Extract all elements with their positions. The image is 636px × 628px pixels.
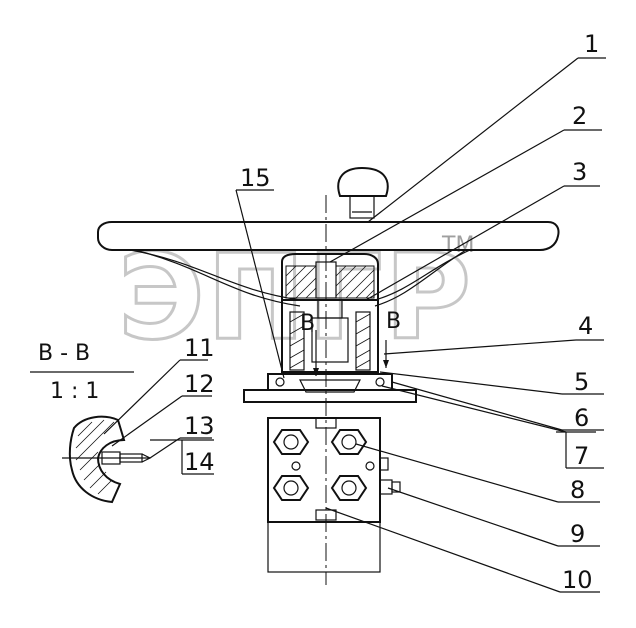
callout-1: 1: [584, 30, 599, 58]
svg-text:B - B: B - B: [38, 341, 90, 366]
svg-text:ЭПГР: ЭПГР: [118, 228, 473, 366]
section-detail: B - B 1 : 1: [30, 341, 152, 504]
knob: [337, 166, 389, 219]
svg-text:1 : 1: 1 : 1: [50, 379, 99, 404]
hub: [281, 253, 379, 301]
callout-11: 11: [184, 334, 215, 362]
callout-4: 4: [578, 312, 593, 340]
leader-lines: [103, 57, 606, 593]
callout-5: 5: [574, 368, 589, 396]
port-fittings: [272, 429, 375, 501]
svg-text:B: B: [386, 309, 401, 334]
callout-9: 9: [570, 520, 585, 548]
callout-12: 12: [184, 370, 215, 398]
callout-14: 14: [184, 448, 215, 476]
watermark: ЭПГР TM: [117, 227, 475, 368]
side-fitting: [379, 457, 401, 495]
callout-7: 7: [574, 442, 589, 470]
svg-text:B: B: [300, 311, 315, 336]
callout-labels: 1 2 3 4 5 6 7 8 9 10 11 12 13 14 15: [184, 30, 599, 594]
steering-wheel: [97, 221, 560, 307]
callout-15: 15: [240, 164, 271, 192]
callout-6: 6: [574, 404, 589, 432]
callout-13: 13: [184, 412, 215, 440]
section-markers: B B: [300, 309, 401, 368]
callout-2: 2: [572, 102, 587, 130]
callout-8: 8: [570, 476, 585, 504]
valve-housing: [281, 299, 379, 393]
valve-body: [267, 417, 401, 573]
callout-10: 10: [562, 566, 593, 594]
callout-3: 3: [572, 158, 587, 186]
